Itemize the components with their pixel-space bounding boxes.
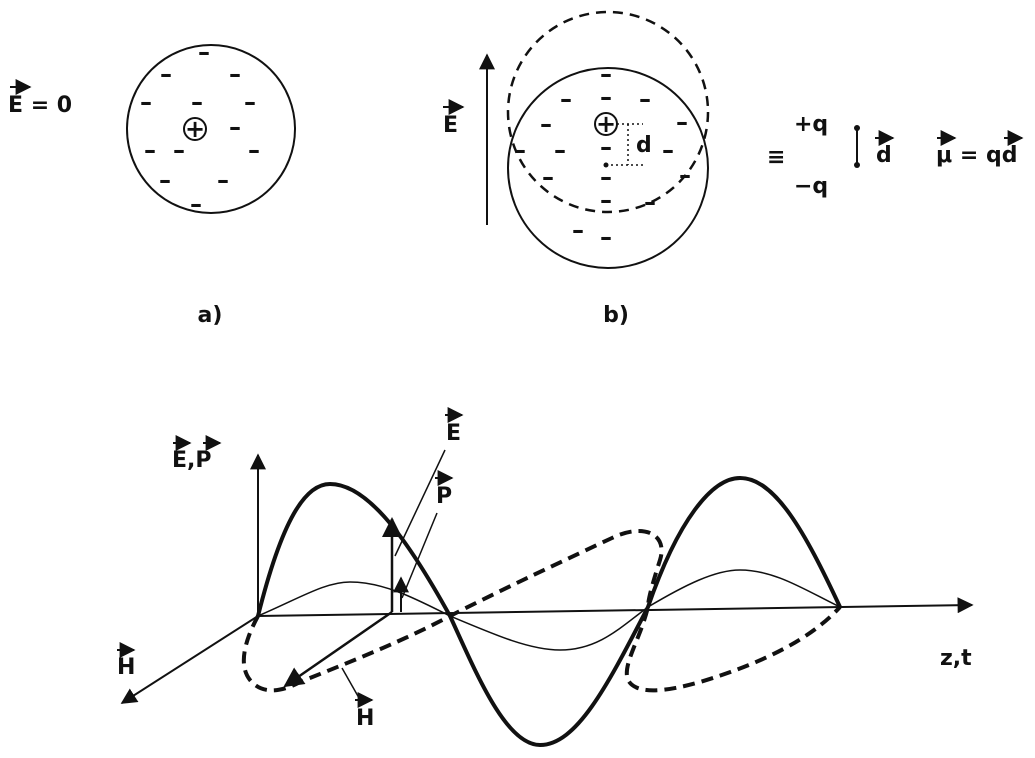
electron-b: – bbox=[600, 186, 612, 214]
electron-b: – bbox=[600, 83, 612, 111]
dipole-moment-formula: μ = qd bbox=[936, 130, 1024, 168]
electron-a: – bbox=[144, 136, 156, 164]
electron-a: – bbox=[160, 60, 172, 88]
electron-b: – bbox=[560, 85, 572, 113]
magnetic-field-curve bbox=[241, 528, 842, 693]
svg-text:d: d bbox=[636, 133, 652, 158]
svg-text:P: P bbox=[436, 484, 452, 509]
electron-b: – bbox=[572, 216, 584, 244]
electron-b: – bbox=[639, 85, 651, 113]
displacement-marker: d bbox=[603, 123, 652, 168]
electron-b: – bbox=[679, 161, 691, 189]
svg-text:+: + bbox=[596, 110, 616, 138]
svg-text:+: + bbox=[185, 115, 205, 143]
svg-text:H: H bbox=[356, 706, 374, 731]
svg-text:E,P: E,P bbox=[172, 448, 212, 473]
h-axis bbox=[120, 615, 259, 704]
e-label-leader bbox=[394, 449, 446, 557]
electron-b: – bbox=[600, 223, 612, 251]
electron-a: – bbox=[190, 190, 202, 218]
panel-b-field-label: E bbox=[443, 99, 465, 138]
caption-a: a) bbox=[198, 303, 223, 328]
electron-a: – bbox=[198, 38, 210, 66]
electron-b: – bbox=[542, 163, 554, 191]
nucleus-a: + bbox=[183, 115, 207, 143]
caption-b: b) bbox=[603, 303, 629, 328]
undisplaced-cloud-outline-b bbox=[506, 10, 710, 214]
wave-diagram: E,P z,t H E P H bbox=[117, 407, 974, 748]
h-vector-arrow bbox=[283, 610, 393, 688]
horizontal-axis-label: z,t bbox=[940, 646, 972, 671]
plus-charge-label: +q bbox=[794, 112, 828, 137]
panel-a-field-label: E = 0 bbox=[8, 79, 72, 118]
oblique-axis-label: H bbox=[117, 642, 136, 680]
minus-charge-label: −q bbox=[794, 174, 828, 199]
panel-b: E + d – – – – – – – – – – – – – bbox=[443, 10, 1024, 328]
svg-text:E: E bbox=[446, 421, 461, 446]
dipole-symbol bbox=[854, 125, 860, 168]
svg-text:E: E bbox=[443, 113, 458, 138]
panel-a: E = 0 + – – – – – – – – – – – – – a) bbox=[8, 38, 296, 328]
svg-text:d: d bbox=[876, 143, 892, 168]
electron-a: – bbox=[140, 88, 152, 116]
electron-a: – bbox=[217, 166, 229, 194]
electron-a: – bbox=[159, 166, 171, 194]
electron-b: – bbox=[540, 110, 552, 138]
electron-b: – bbox=[514, 136, 526, 164]
electron-a: – bbox=[244, 88, 256, 116]
electron-b: – bbox=[554, 136, 566, 164]
electron-cloud-outline-b bbox=[507, 67, 709, 269]
electron-a: – bbox=[229, 113, 241, 141]
electron-b: – bbox=[600, 133, 612, 161]
vertical-axis-label: E,P bbox=[172, 435, 222, 473]
electron-cloud-a: – – – – – – – – – – – – – bbox=[140, 38, 260, 218]
electron-b: – bbox=[662, 136, 674, 164]
propagation-axis bbox=[257, 597, 974, 617]
polarization-curve bbox=[257, 569, 841, 651]
electron-b: – bbox=[600, 163, 612, 191]
electron-a: – bbox=[173, 136, 185, 164]
electron-a: – bbox=[229, 60, 241, 88]
svg-text:H: H bbox=[117, 655, 135, 680]
svg-text:μ = qd: μ = qd bbox=[936, 143, 1017, 168]
p-label-leader bbox=[401, 512, 438, 599]
electron-cloud-b: – – – – – – – – – – – – – – – – – bbox=[514, 60, 691, 251]
svg-text:E = 0: E = 0 bbox=[8, 93, 72, 118]
electron-b: – bbox=[600, 60, 612, 88]
equivalence-symbol: ≡ bbox=[767, 145, 785, 170]
electron-a: – bbox=[248, 136, 260, 164]
h-curve-label: H bbox=[355, 692, 374, 731]
electron-b: – bbox=[676, 108, 688, 136]
electron-a: – bbox=[191, 88, 203, 116]
e-curve-label: E bbox=[445, 407, 464, 446]
e-field-curve bbox=[256, 475, 842, 748]
atom-circle-a bbox=[126, 44, 296, 214]
p-curve-label: P bbox=[435, 470, 454, 509]
electron-b: – bbox=[644, 188, 656, 216]
dipole-vector-label: d bbox=[875, 130, 895, 168]
